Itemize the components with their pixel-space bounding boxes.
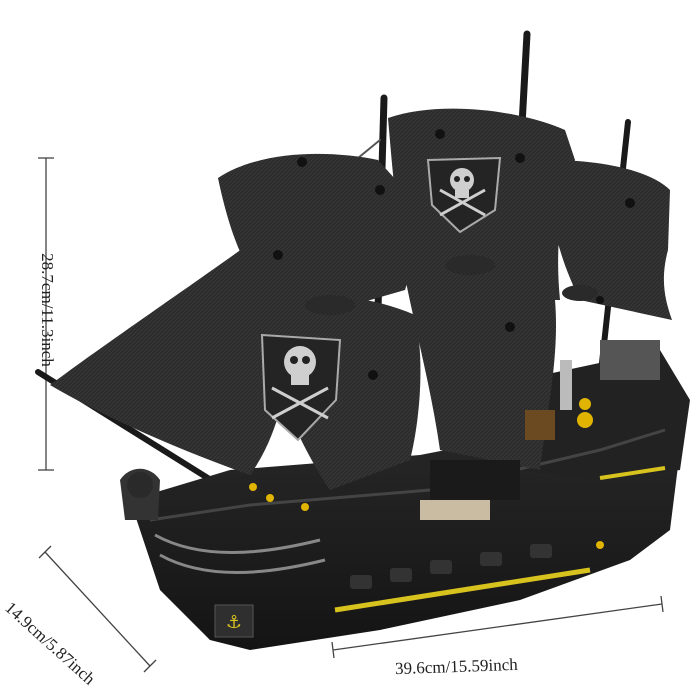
sails xyxy=(50,108,672,490)
depth-dimension-line xyxy=(38,545,157,673)
length-dimension-line xyxy=(331,595,664,659)
height-dimension-label: 28.7cm/11.3inch xyxy=(38,253,57,367)
height-dimension-line xyxy=(38,157,54,471)
deck-details xyxy=(305,255,660,520)
anchor-icon: ⚓ xyxy=(226,612,242,633)
skull-crossbones-icon xyxy=(260,333,342,442)
skull-crossbones-icon xyxy=(426,156,502,234)
length-dimension-label: 39.6cm/15.59inch xyxy=(394,654,519,679)
